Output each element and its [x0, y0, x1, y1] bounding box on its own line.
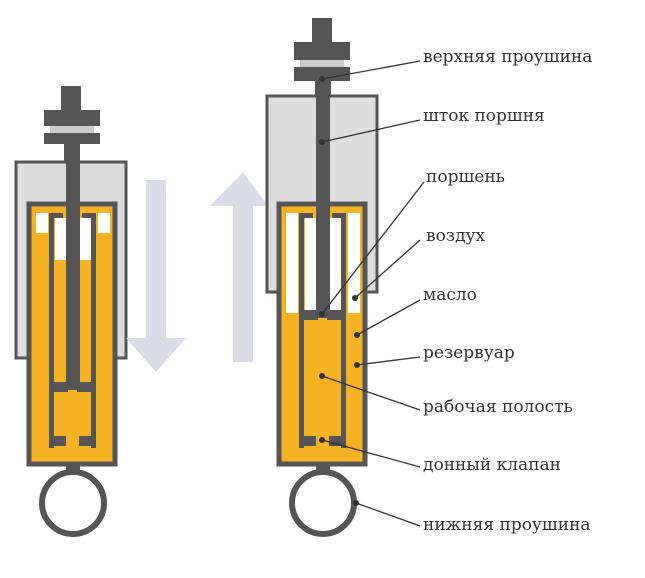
label-bottom-valve: донный клапан: [423, 455, 561, 475]
compression-arrow-icon: [126, 180, 186, 372]
dot-piston-rod: [319, 139, 325, 145]
label-oil: масло: [423, 285, 477, 305]
rebound-arrow-icon: [210, 172, 268, 362]
bottom-valve-left: [304, 436, 316, 446]
top-mount-stem: [64, 144, 80, 162]
leader-lines: [321, 60, 425, 527]
top-mount-nut-lower: [294, 67, 350, 81]
inner-wall-right: [341, 213, 346, 448]
labels: верхняя проушина шток поршня поршень воз…: [423, 47, 592, 535]
air-gap-left: [286, 213, 298, 313]
piston-left: [54, 382, 68, 392]
top-mount-nut-lower: [44, 133, 100, 144]
inner-white-right: [330, 218, 341, 313]
leader-bottom-eye: [355, 502, 421, 527]
label-piston: поршень: [426, 167, 505, 187]
top-mount-washer: [300, 60, 344, 67]
label-top-eye: верхняя проушина: [423, 47, 592, 67]
compressed-shock-absorber: [14, 86, 128, 537]
leader-reservoir: [356, 356, 421, 366]
dot-working-chamber: [319, 373, 325, 379]
dot-bottom-eye: [353, 500, 359, 506]
piston-rod: [66, 162, 80, 390]
leader-piston: [321, 181, 425, 315]
bottom-eye-ring: [289, 469, 357, 537]
inner-white-left: [305, 218, 316, 313]
piston-left: [304, 310, 318, 320]
leader-bottom-valve: [321, 439, 421, 468]
leader-piston-rod: [321, 119, 421, 143]
dot-bottom-valve: [319, 437, 325, 443]
top-mount-nut: [294, 42, 350, 60]
dot-air: [352, 295, 358, 301]
bottom-eye-ring: [39, 469, 107, 537]
air-gap-right: [98, 213, 110, 233]
inner-top-left: [49, 213, 63, 218]
leader-top-eye: [321, 60, 421, 80]
bottom-valve-right: [79, 436, 91, 446]
inner-top-right: [82, 213, 96, 218]
inner-wall-right: [91, 213, 96, 448]
inner-wall-left: [49, 213, 54, 448]
label-bottom-eye: нижняя проушина: [423, 515, 591, 535]
top-mount-cap: [61, 86, 81, 110]
leader-oil: [356, 299, 421, 336]
leader-air: [354, 239, 421, 299]
inner-wall-left: [299, 213, 304, 448]
dot-reservoir: [354, 362, 360, 368]
piston-rod: [316, 96, 330, 318]
leader-working-chamber: [321, 375, 421, 411]
leader-dots: [319, 76, 360, 506]
label-piston-rod: шток поршня: [423, 106, 545, 126]
top-mount-cap: [312, 18, 332, 42]
inner-top-right: [332, 213, 346, 218]
bottom-valve-right: [329, 436, 341, 446]
top-mount-stem: [315, 81, 331, 98]
dot-oil: [354, 332, 360, 338]
air-gap-left: [36, 213, 48, 233]
dot-top-eye: [319, 76, 325, 82]
inner-top-left: [299, 213, 313, 218]
label-working-chamber: рабочая полость: [423, 397, 573, 417]
inner-white-right: [79, 218, 91, 260]
top-mount-washer: [50, 126, 94, 133]
dot-piston: [319, 311, 325, 317]
motion-arrows: [126, 172, 268, 372]
inner-white-left: [55, 218, 67, 260]
label-reservoir: резервуар: [423, 343, 515, 363]
piston-right: [77, 382, 91, 392]
bottom-valve-left: [54, 436, 66, 446]
piston-right: [327, 310, 341, 320]
label-air: воздух: [426, 226, 486, 246]
air-gap-right: [348, 213, 360, 313]
top-mount-nut: [44, 110, 100, 126]
extended-shock-absorber: [265, 18, 379, 537]
